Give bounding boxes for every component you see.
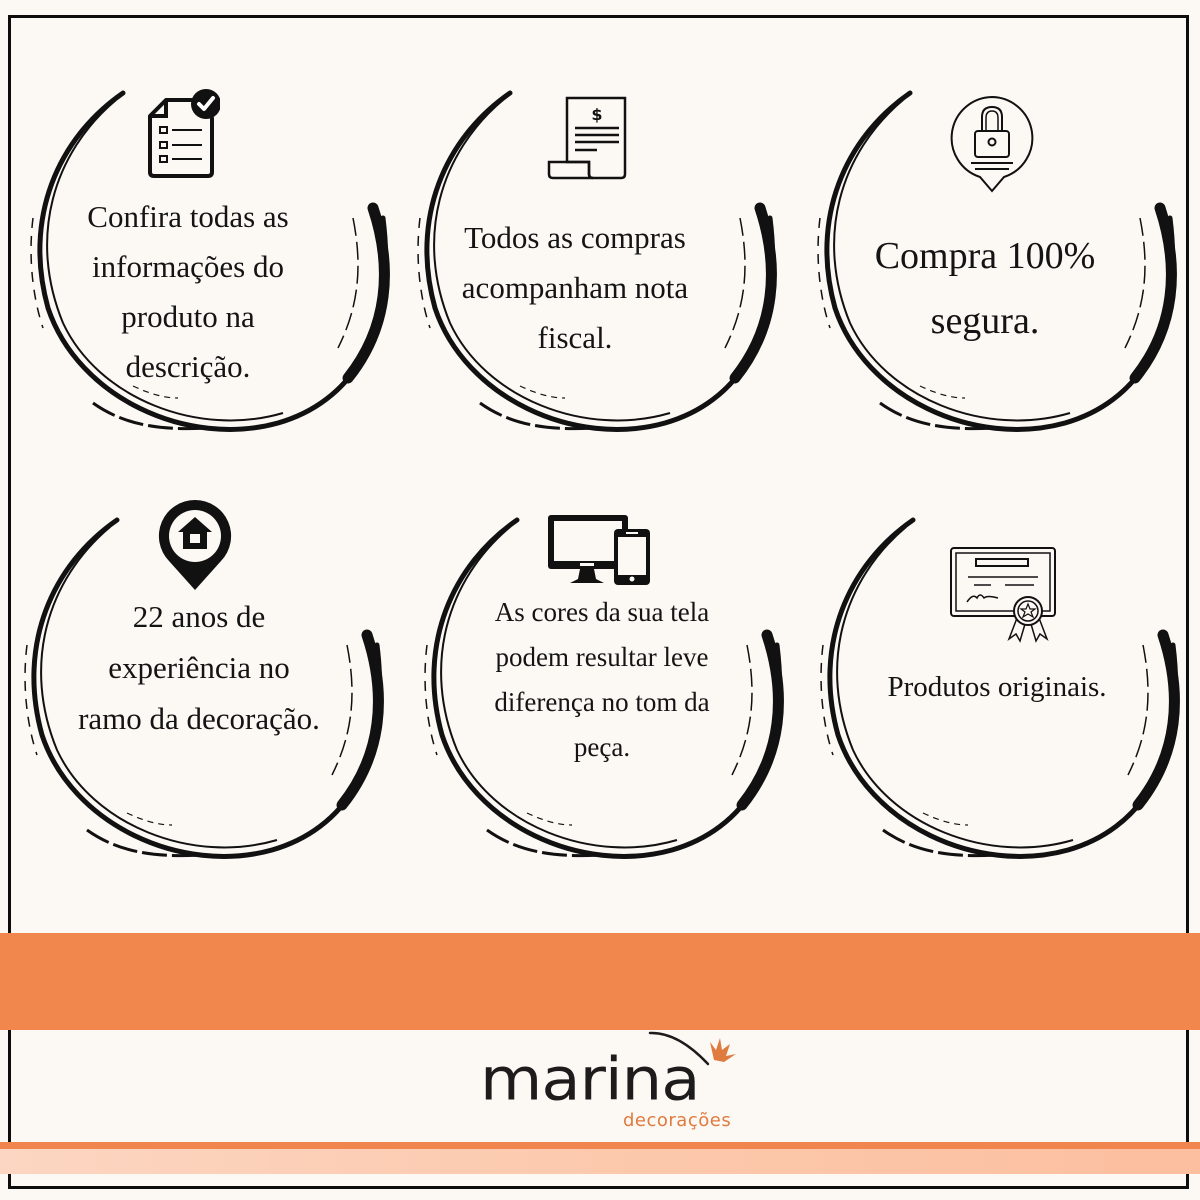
info-card-invoice: $ Todos as compras acompanham nota fisca… <box>405 68 785 448</box>
card-text: As cores da sua tela podem resultar leve… <box>494 597 710 762</box>
svg-text:$: $ <box>591 105 602 124</box>
card-text: Produtos originais. <box>887 671 1107 703</box>
info-card-product-details: Confira todas as informações do produto … <box>18 68 398 448</box>
card-text: Compra 100% segura. <box>874 235 1096 342</box>
certificate-icon <box>950 547 1056 643</box>
logo-swoosh-leaf-icon <box>648 1031 736 1066</box>
orange-stripe-gradient <box>0 1149 1200 1174</box>
card-text: 22 anos de experiência no ramo da decora… <box>78 599 320 736</box>
info-card-original-products: Produtos originais. <box>808 495 1188 875</box>
orange-banner <box>0 933 1200 1030</box>
orange-stripe <box>0 1142 1200 1149</box>
padlock-icon <box>950 95 1034 193</box>
brush-circle-decoration <box>820 517 1180 859</box>
card-text: Confira todas as informações do produto … <box>87 199 289 384</box>
brush-circle-decoration <box>30 90 390 432</box>
brush-circle-decoration <box>817 90 1177 432</box>
receipt-icon: $ <box>547 96 627 180</box>
home-location-pin-icon <box>158 499 232 590</box>
brush-circle-decoration <box>24 517 384 859</box>
checklist-icon <box>148 89 220 178</box>
brand-logo: marina decorações <box>478 1030 748 1140</box>
info-card-experience: 22 anos de experiência no ramo da decora… <box>12 495 392 875</box>
card-text: Todos as compras acompanham nota fiscal. <box>461 220 689 355</box>
brush-circle-decoration <box>424 517 784 859</box>
page-frame <box>8 15 1189 1189</box>
brush-circle-decoration <box>417 90 777 432</box>
monitor-phone-icon <box>548 515 650 585</box>
logo-wordmark: marina <box>480 1045 700 1115</box>
info-card-secure-purchase: Compra 100% segura. <box>805 68 1185 448</box>
logo-tagline: decorações <box>623 1110 732 1131</box>
info-card-screen-colors: As cores da sua tela podem resultar leve… <box>412 495 792 875</box>
